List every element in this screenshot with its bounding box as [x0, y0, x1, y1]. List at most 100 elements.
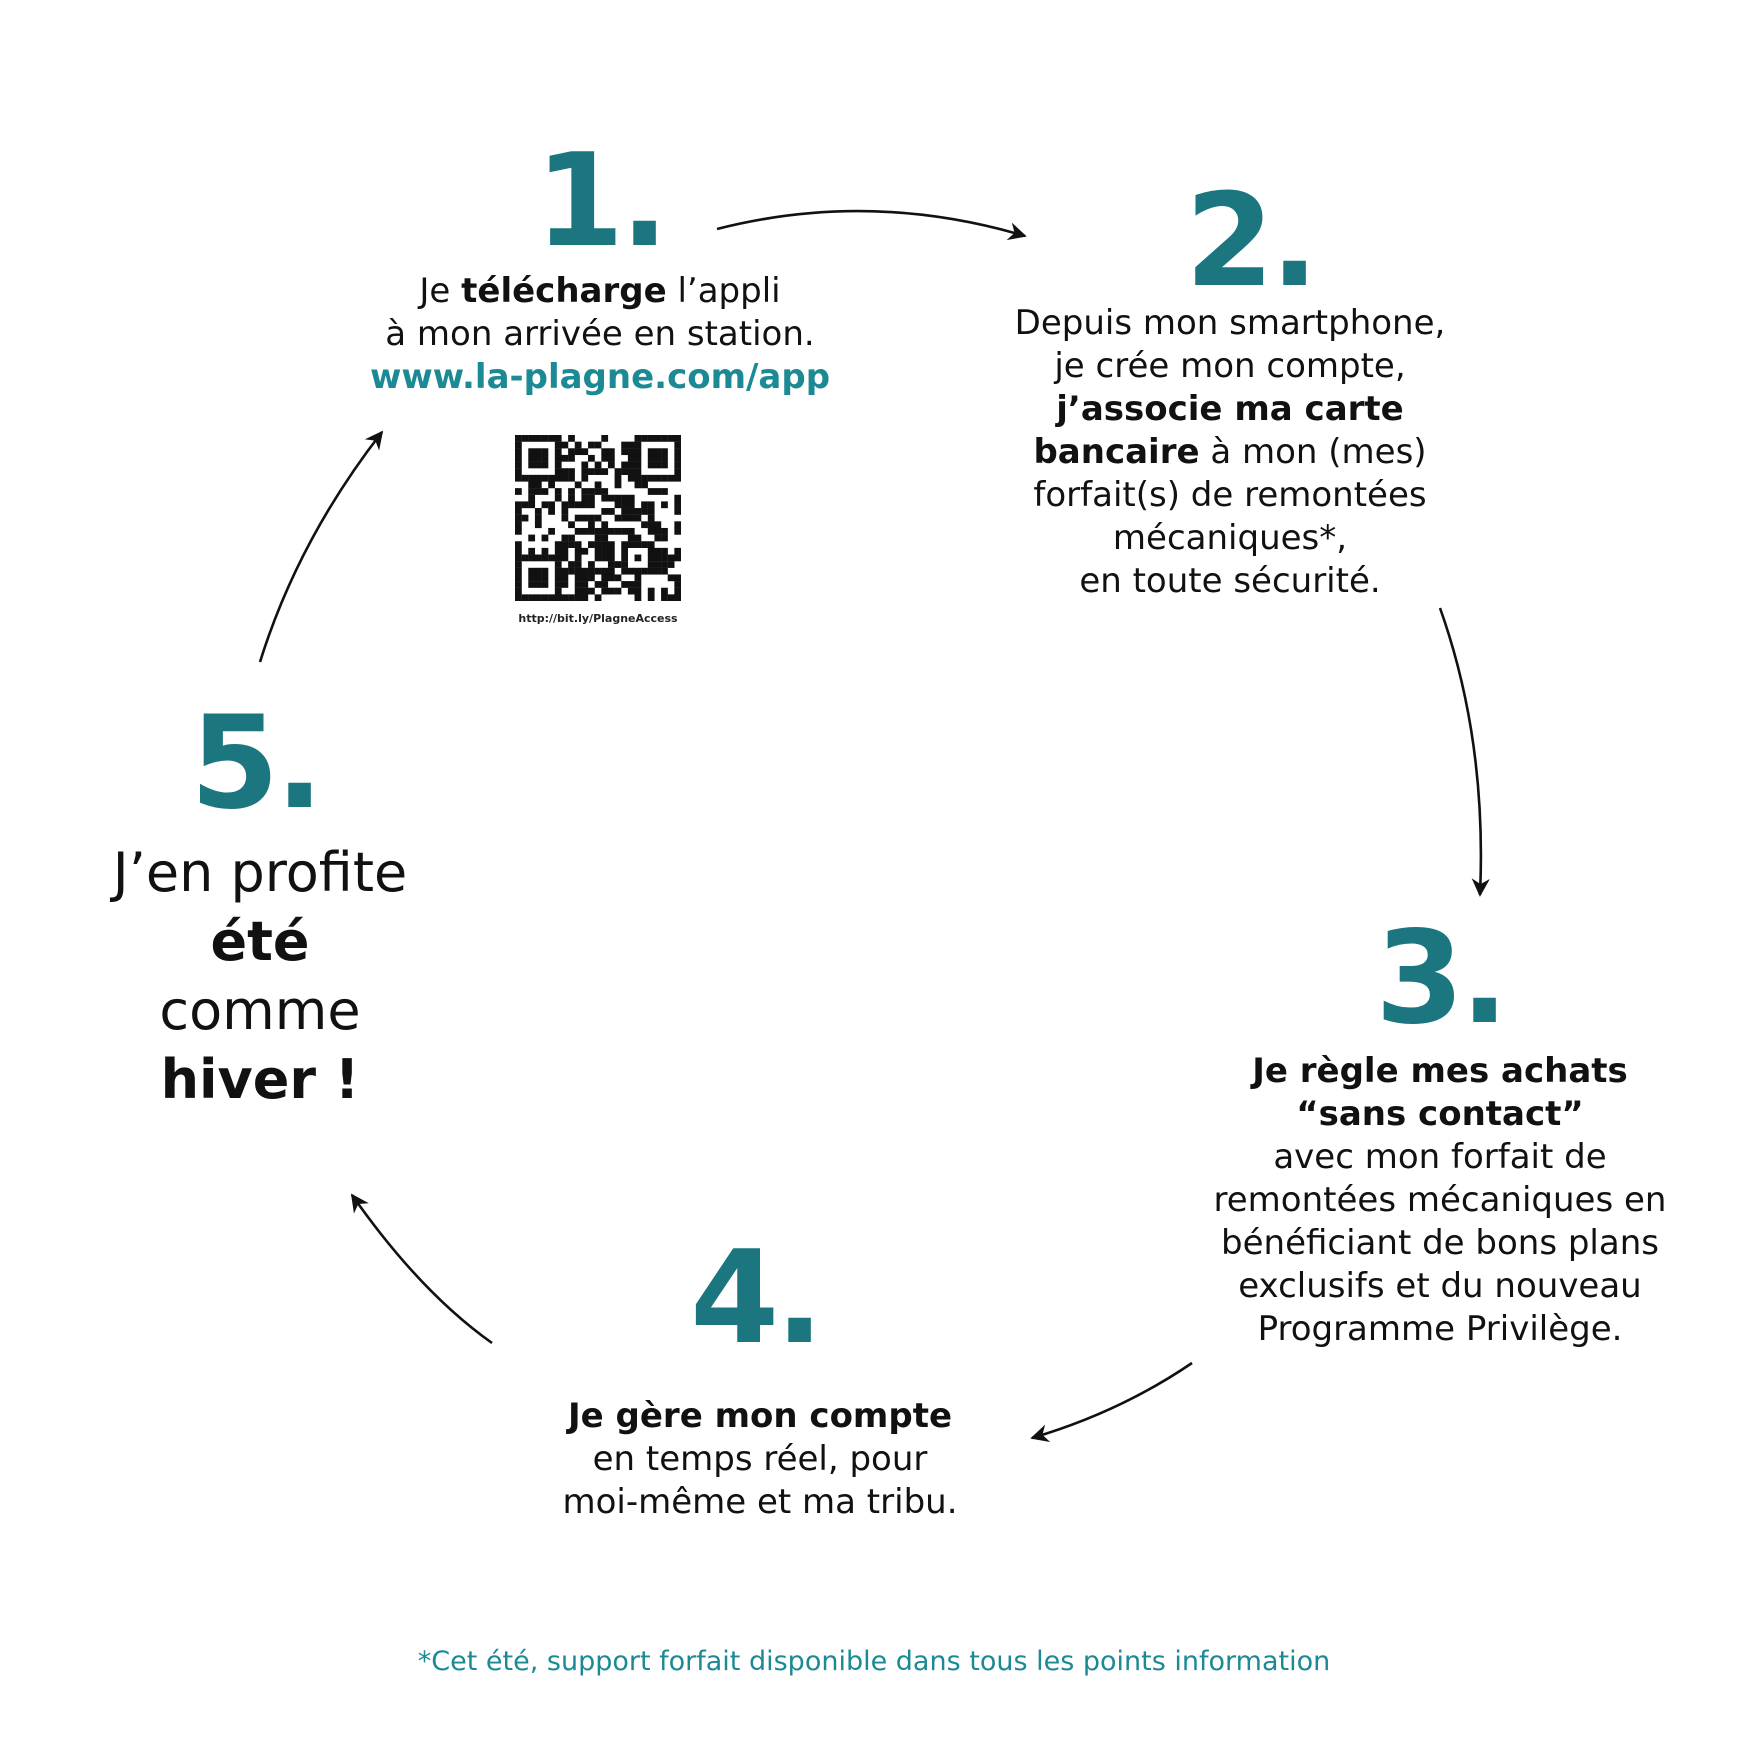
- qr-module: [621, 501, 629, 509]
- qr-module: [627, 454, 635, 462]
- qr-module: [607, 567, 615, 575]
- qr-module: [634, 474, 642, 482]
- qr-module: [554, 567, 562, 575]
- qr-module: [647, 508, 655, 515]
- qr-code-icon[interactable]: [515, 435, 681, 601]
- qr-module: [528, 481, 536, 489]
- qr-module: [634, 514, 642, 522]
- qr-module: [561, 454, 569, 462]
- qr-module: [528, 435, 536, 442]
- qr-module: [667, 435, 675, 442]
- qr-module: [574, 441, 582, 449]
- qr-module: [561, 581, 569, 588]
- qr-module: [647, 594, 655, 601]
- qr-module: [515, 488, 522, 495]
- qr-module: [627, 541, 635, 549]
- qr-module: [554, 435, 562, 442]
- qr-module: [588, 488, 595, 495]
- qr-module: [627, 474, 635, 482]
- qr-module: [528, 454, 536, 462]
- qr-module: [554, 554, 562, 562]
- qr-module: [588, 468, 595, 475]
- qr-module: [515, 461, 522, 469]
- qr-module: [641, 521, 648, 529]
- qr-module: [634, 541, 642, 549]
- qr-module: [534, 461, 542, 469]
- step-2-text: Depuis mon smartphone, je crée mon compt…: [960, 302, 1500, 603]
- qr-module: [568, 501, 575, 509]
- qr-module: [588, 454, 595, 462]
- qr-module: [554, 488, 562, 495]
- qr-module: [661, 594, 668, 601]
- qr-module: [561, 594, 569, 601]
- qr-module: [541, 547, 549, 555]
- step-2-line-4: bancaire à mon (mes): [1033, 432, 1427, 472]
- qr-module: [601, 508, 609, 515]
- qr-module: [548, 501, 555, 509]
- qr-module: [634, 441, 642, 449]
- qr-module: [647, 554, 655, 562]
- qr-module: [661, 547, 668, 555]
- qr-module: [647, 501, 655, 509]
- qr-module: [634, 508, 642, 515]
- qr-module: [627, 567, 635, 575]
- qr-module: [634, 594, 642, 601]
- app-link[interactable]: www.la-plagne.com/app: [369, 357, 831, 397]
- qr-module: [574, 561, 582, 568]
- qr-module: [621, 508, 629, 515]
- qr-module: [534, 581, 542, 588]
- qr-module: [594, 594, 602, 601]
- qr-module: [621, 494, 629, 502]
- qr-module: [627, 587, 635, 595]
- qr-module: [647, 435, 655, 442]
- qr-module: [647, 448, 655, 456]
- qr-module: [548, 527, 555, 535]
- step-3-text: Je règle mes achats “sans contact” avec …: [1150, 1050, 1730, 1351]
- qr-module: [515, 567, 522, 575]
- step-3-line-6: exclusifs et du nouveau: [1238, 1266, 1642, 1306]
- qr-module: [574, 547, 582, 555]
- qr-module: [568, 488, 575, 495]
- step-5-text: J’en profite été comme hiver !: [60, 838, 460, 1114]
- qr-module: [548, 508, 555, 515]
- qr-module: [614, 574, 622, 582]
- qr-module: [561, 514, 569, 522]
- qr-module: [581, 501, 589, 509]
- qr-module: [621, 581, 629, 588]
- qr-module: [594, 567, 602, 575]
- qr-module: [574, 527, 582, 535]
- qr-module: [515, 435, 522, 442]
- qr-module: [515, 508, 522, 515]
- qr-module: [534, 488, 542, 495]
- qr-module: [647, 488, 655, 495]
- qr-module: [647, 527, 655, 535]
- qr-module: [515, 541, 522, 549]
- qr-module: [534, 448, 542, 456]
- qr-module: [667, 594, 675, 601]
- qr-module: [641, 567, 648, 575]
- qr-module: [607, 461, 615, 469]
- qr-module: [601, 581, 609, 588]
- qr-module: [574, 581, 582, 588]
- qr-module: [581, 547, 589, 555]
- qr-module: [607, 561, 615, 568]
- qr-module: [674, 554, 681, 562]
- qr-module: [674, 448, 681, 456]
- qr-module: [594, 527, 602, 535]
- step-4-text: Je gère mon compte en temps réel, pour m…: [480, 1395, 1040, 1524]
- qr-module: [515, 521, 522, 529]
- step-1-line-2: à mon arrivée en station.: [385, 314, 815, 354]
- qr-module: [601, 554, 609, 562]
- step-5-line-4: hiver !: [160, 1048, 360, 1111]
- qr-module: [667, 554, 675, 562]
- qr-module: [554, 594, 562, 601]
- qr-module: [528, 594, 536, 601]
- qr-module: [674, 501, 681, 509]
- qr-module: [621, 567, 629, 575]
- qr-module: [661, 561, 668, 568]
- qr-module: [654, 435, 662, 442]
- qr-module: [515, 594, 522, 601]
- qr-module: [568, 474, 575, 482]
- step-3-line-1: Je règle mes achats: [1252, 1051, 1628, 1091]
- qr-module: [554, 454, 562, 462]
